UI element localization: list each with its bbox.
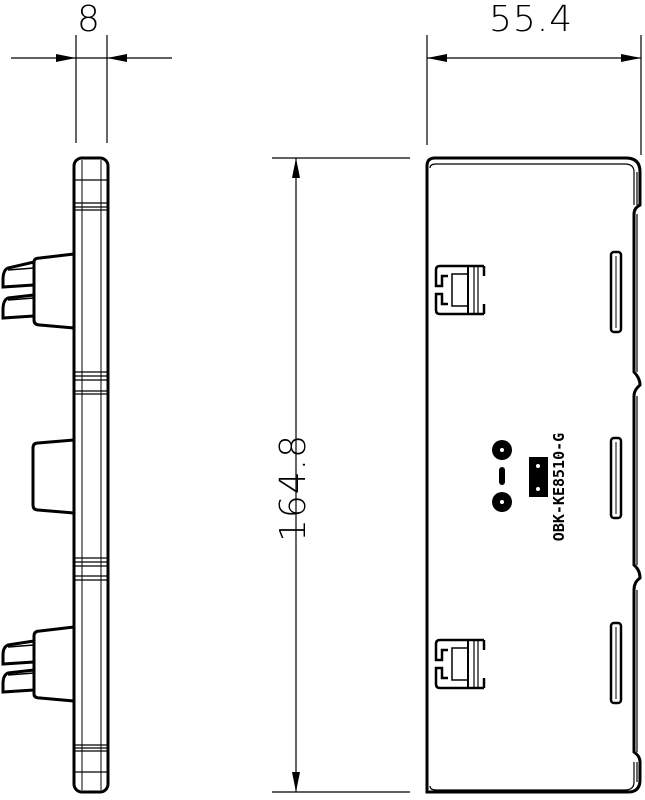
dimension-height-label: 164.8 [273, 433, 315, 543]
front-clip-top [434, 264, 486, 316]
recycle-mark-top-icon [492, 440, 512, 460]
dimension-width-label: 55.4 [489, 0, 574, 40]
front-view [425, 156, 642, 794]
side-clip-top [1, 252, 75, 330]
side-clip-bottom [1, 625, 75, 703]
dimension-height [272, 157, 410, 793]
side-view [1, 156, 110, 794]
dimension-width [426, 35, 642, 155]
front-slots [609, 250, 623, 705]
dimension-thickness-label: 8 [77, 0, 101, 40]
side-boss-center [31, 438, 75, 515]
recycle-mark-bottom-icon [492, 492, 512, 512]
part-markings [492, 440, 548, 512]
dash-mark-icon [499, 467, 505, 485]
tag-mark-icon [529, 457, 548, 497]
dimension-thickness [11, 35, 172, 143]
front-clip-bottom [434, 638, 486, 690]
